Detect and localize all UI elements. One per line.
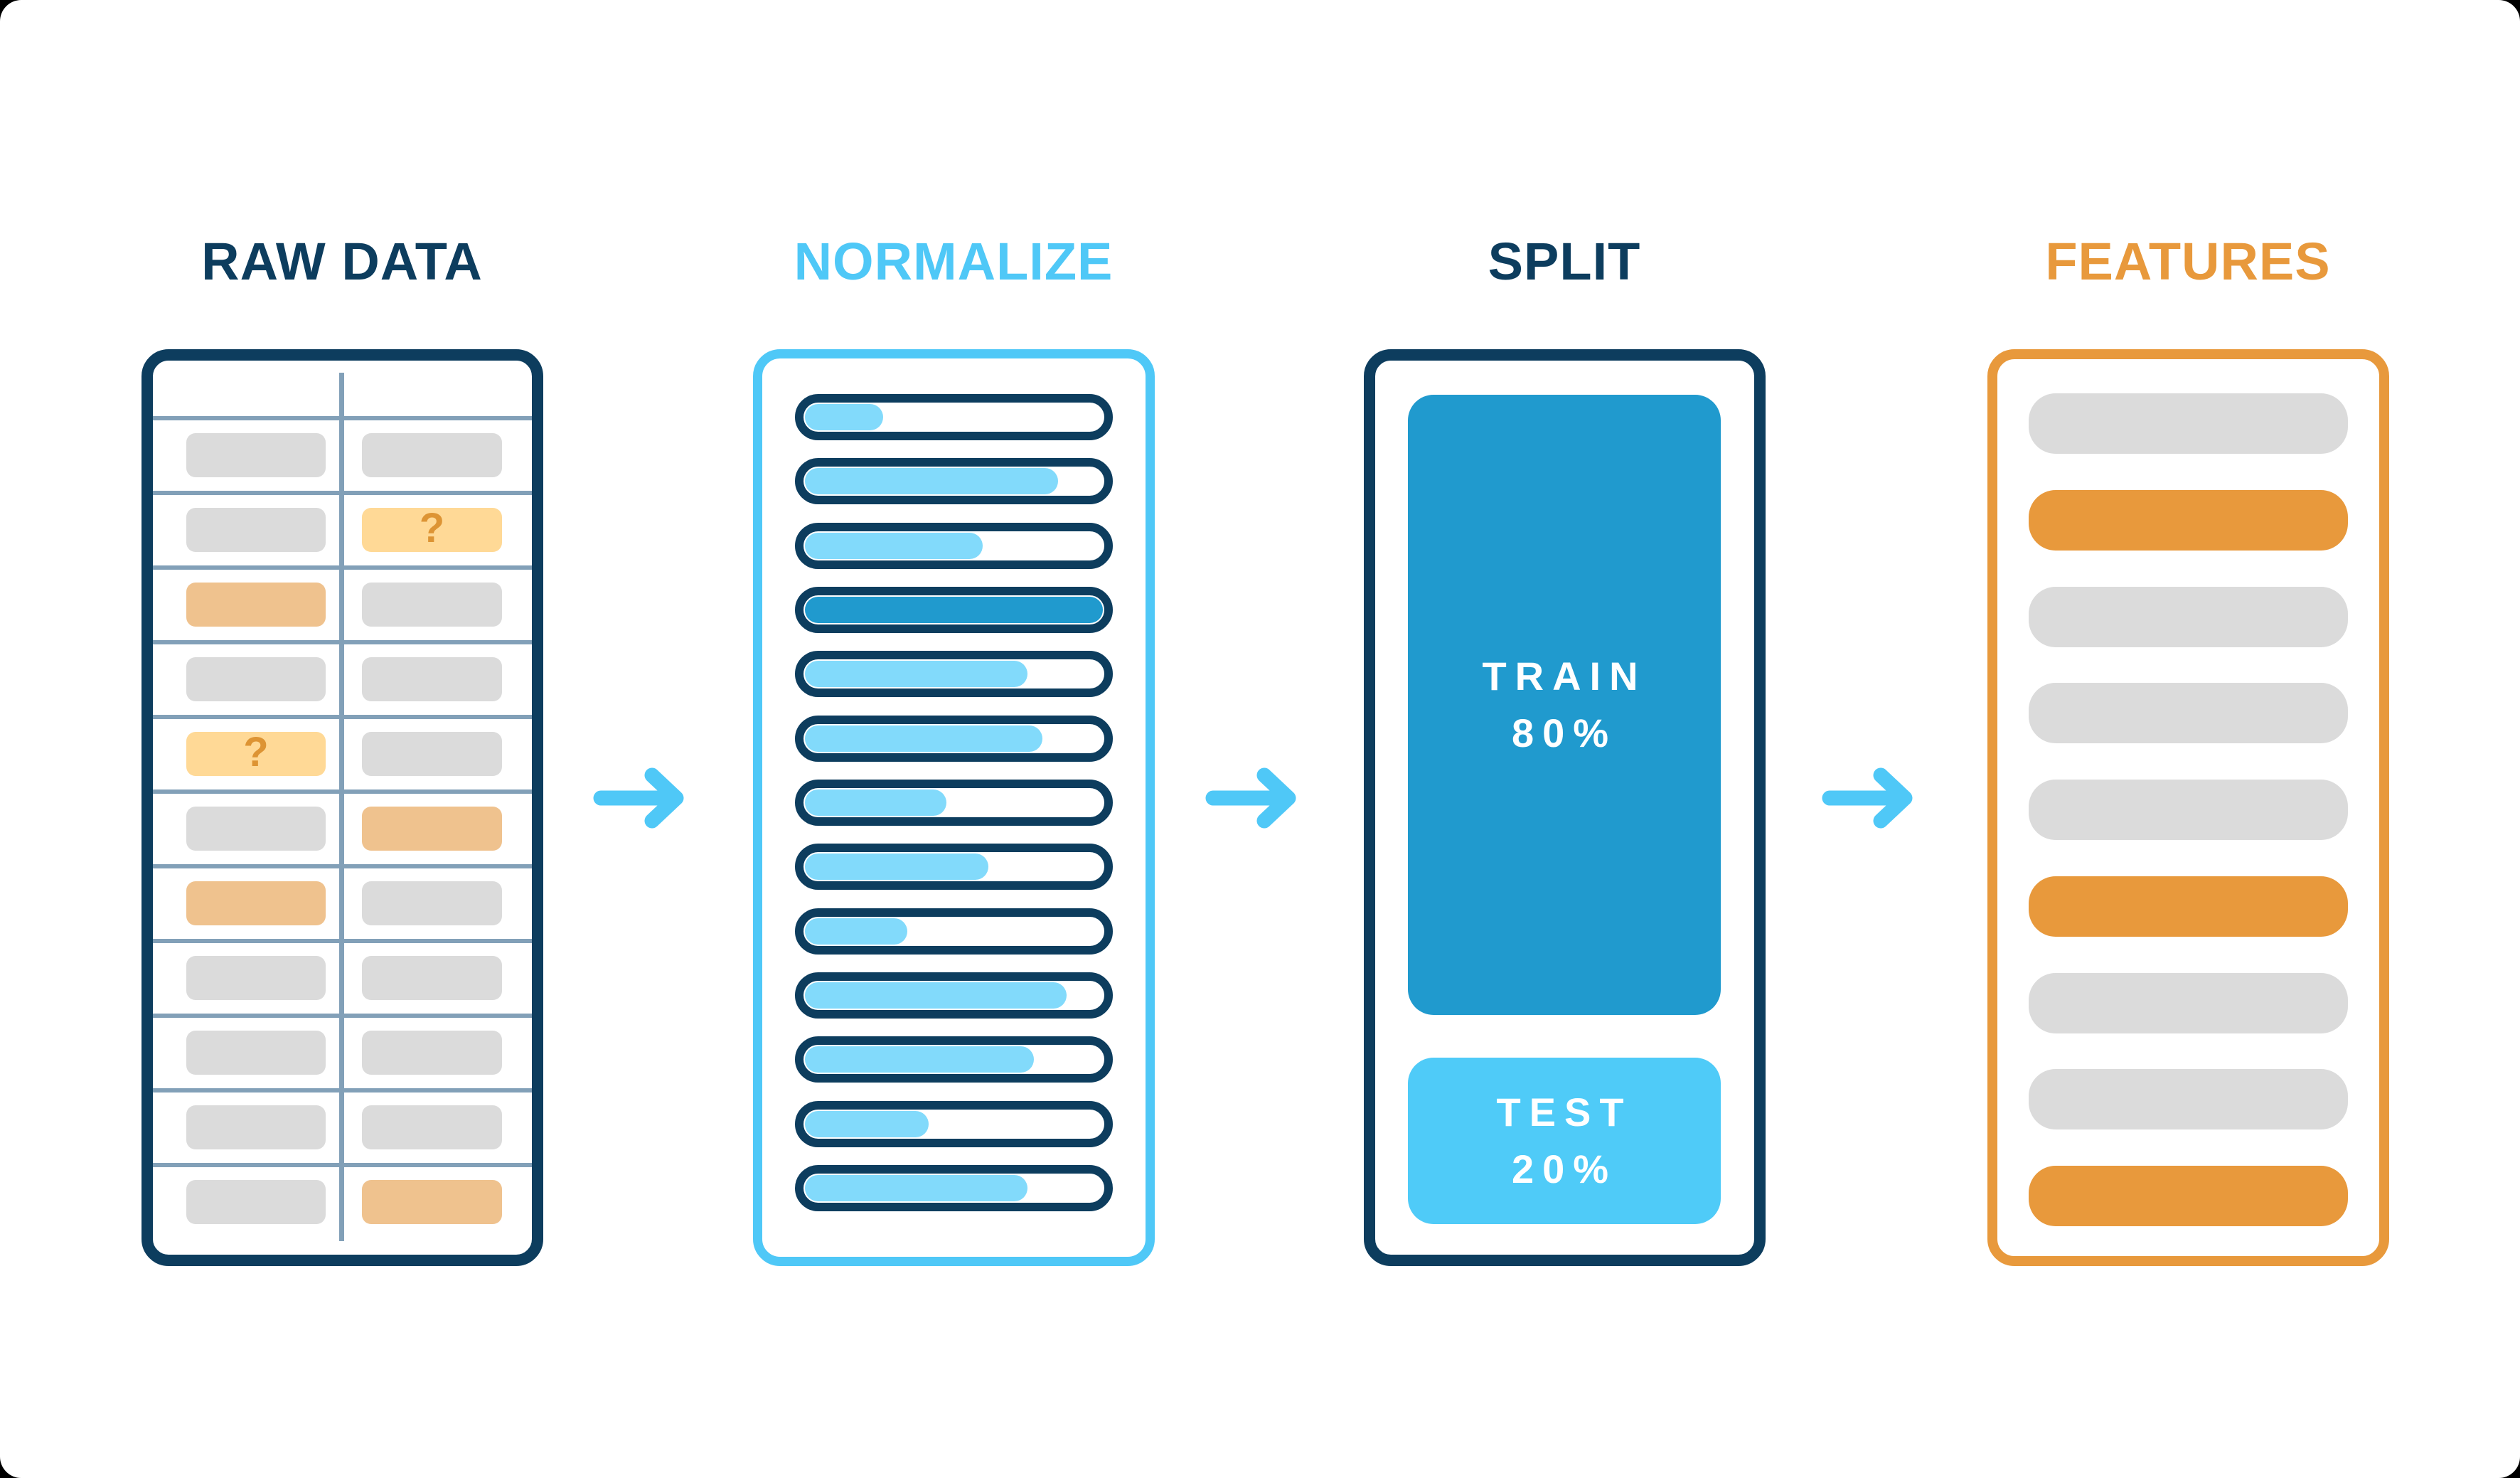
normalize-bar-fill (805, 854, 989, 881)
grid-line (153, 416, 532, 420)
features-title: FEATURES (2045, 232, 2331, 291)
raw-cell-missing: ? (362, 508, 502, 552)
normalize-bar (795, 1036, 1113, 1083)
flow-arrow-icon (591, 764, 705, 832)
normalize-bars (762, 358, 1146, 1257)
normalize-bar-fill (805, 1174, 1028, 1201)
normalize-bar-fill (805, 725, 1043, 752)
normalize-bar (795, 586, 1113, 633)
normalize-bar-fill (805, 918, 908, 945)
normalize-bar (795, 715, 1113, 762)
raw-cell-gray (362, 732, 502, 776)
raw-data-title: RAW DATA (201, 232, 483, 291)
features-bars (1997, 359, 2379, 1256)
raw-cell-gray (362, 1031, 502, 1075)
normalize-bar-fill (805, 789, 947, 816)
normalize-bar (795, 1164, 1113, 1211)
train-block: TRAIN 80% (1408, 395, 1721, 1015)
normalize-bar (795, 972, 1113, 1019)
raw-cell-gray (362, 657, 502, 701)
raw-data-table: ?? (153, 361, 532, 1255)
normalize-bar (795, 844, 1113, 890)
split-blocks: TRAIN 80% TEST 20% (1375, 361, 1754, 1255)
raw-cell-gray (362, 956, 502, 1000)
train-value: 80% (1511, 711, 1618, 755)
grid-line (153, 939, 532, 943)
normalize-bar-fill (805, 596, 1103, 623)
grid-line (153, 640, 532, 644)
raw-cell-gray (186, 508, 326, 552)
raw-cell-tan (186, 881, 326, 925)
normalize-bar (795, 779, 1113, 826)
raw-cell-tan (362, 1180, 502, 1224)
grid-line (153, 491, 532, 495)
grid-line (153, 864, 532, 868)
normalize-bar (795, 394, 1113, 440)
normalize-bar (795, 651, 1113, 698)
features-panel (1987, 349, 2389, 1266)
grid-line (153, 565, 532, 570)
feature-bar-orange (2029, 1166, 2348, 1226)
raw-data-panel: ?? (142, 349, 543, 1266)
feature-bar-gray (2029, 972, 2348, 1033)
raw-cell-gray (362, 1105, 502, 1149)
feature-bar-gray (2029, 586, 2348, 647)
normalize-bar-fill (805, 468, 1058, 495)
grid-line (153, 1088, 532, 1092)
flow-arrow-icon (1820, 764, 1933, 832)
feature-bar-gray (2029, 1069, 2348, 1130)
test-block: TEST 20% (1408, 1058, 1721, 1224)
grid-line (153, 789, 532, 794)
raw-cell-gray (186, 956, 326, 1000)
normalize-bar-fill (805, 661, 1028, 688)
normalize-bar (795, 458, 1113, 505)
normalize-bar-fill (805, 532, 983, 559)
grid-line (153, 1163, 532, 1167)
raw-cell-gray (186, 1031, 326, 1075)
raw-cell-gray (186, 657, 326, 701)
feature-bar-orange (2029, 876, 2348, 937)
normalize-bar-fill (805, 404, 884, 430)
test-label: TEST (1496, 1090, 1633, 1134)
raw-cell-tan (362, 807, 502, 851)
normalize-title: NORMALIZE (794, 232, 1114, 291)
normalize-bar-fill (805, 982, 1067, 1009)
normalize-bar-fill (805, 1110, 929, 1137)
feature-bar-orange (2029, 489, 2348, 551)
grid-line (153, 1014, 532, 1018)
normalize-panel (753, 349, 1155, 1266)
raw-cell-gray (362, 583, 502, 627)
raw-cell-gray (186, 1180, 326, 1224)
test-value: 20% (1511, 1147, 1618, 1191)
grid-line (153, 715, 532, 719)
train-label: TRAIN (1482, 654, 1647, 698)
raw-cell-gray (362, 433, 502, 477)
raw-cell-gray (186, 433, 326, 477)
raw-cell-gray (186, 807, 326, 851)
split-title: SPLIT (1488, 232, 1641, 291)
raw-cell-gray (362, 881, 502, 925)
raw-cell-gray (186, 1105, 326, 1149)
flow-arrow-icon (1203, 764, 1317, 832)
question-mark: ? (243, 729, 269, 775)
raw-cell-tan (186, 583, 326, 627)
normalize-bar-fill (805, 1046, 1034, 1073)
feature-bar-gray (2029, 780, 2348, 840)
split-panel: TRAIN 80% TEST 20% (1364, 349, 1766, 1266)
raw-cell-missing: ? (186, 732, 326, 776)
normalize-bar (795, 1100, 1113, 1147)
normalize-bar (795, 522, 1113, 569)
feature-bar-gray (2029, 683, 2348, 744)
question-mark: ? (419, 505, 445, 551)
normalize-bar (795, 908, 1113, 955)
feature-bar-gray (2029, 393, 2348, 454)
table-column-divider (339, 373, 344, 1241)
